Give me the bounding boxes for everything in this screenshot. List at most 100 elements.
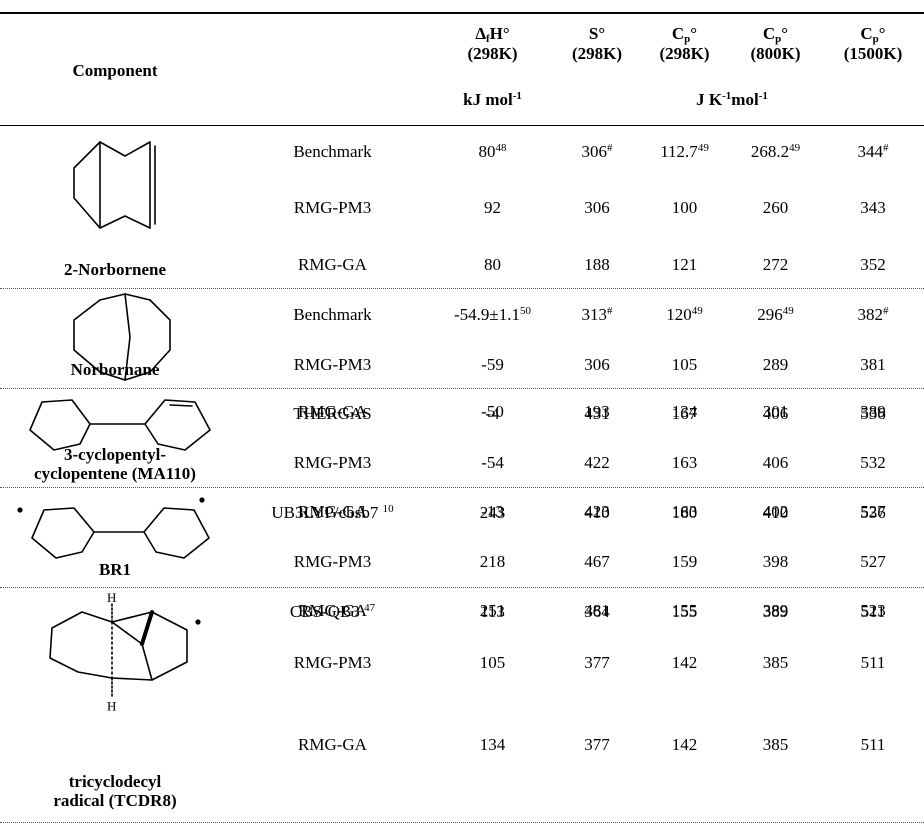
method-cell: RMG-PM3 <box>293 198 372 217</box>
cp800-cell: 301 <box>762 402 789 421</box>
dfh-cell: 80 <box>484 255 501 274</box>
component-name-4b: radical (TCDR8) <box>53 791 177 810</box>
group-divider <box>0 487 924 488</box>
cp800-cell: 406 <box>762 404 789 423</box>
method-cell: RMG-PM3 <box>293 552 372 571</box>
cp800-cell: 406 <box>762 453 789 472</box>
cp800-cell: 389 <box>762 601 789 620</box>
dfh-cell: -13 <box>481 502 504 521</box>
cp298-cell: 100 <box>671 198 698 217</box>
header-cp-298: Cp°(298K) <box>659 24 710 63</box>
cp800-cell: 389 <box>762 602 789 621</box>
cp1500-cell: 344# <box>857 142 889 161</box>
header-cp-1500: Cp°(1500K) <box>843 24 903 63</box>
cyclopentyl-cyclopentene-structure <box>29 399 211 451</box>
component-name-0: 2-Norbornene <box>64 260 166 279</box>
cp1500-cell: 352 <box>860 255 886 274</box>
header-component: Component <box>72 61 158 80</box>
group-divider <box>0 388 924 389</box>
method-cell: RMG-PM3 <box>293 653 372 672</box>
dfh-cell: 105 <box>479 653 506 672</box>
cp298-cell: 105 <box>671 355 698 374</box>
cp800-cell: 272 <box>762 255 789 274</box>
s-cell: 410 <box>584 503 610 522</box>
method-cell: UB3LYP/cbsb7 10 <box>271 503 394 522</box>
cp800-cell: 385 <box>762 735 789 754</box>
cp1500-cell: 511 <box>860 602 886 621</box>
table-bottom-rule <box>0 822 924 823</box>
s-cell: 423 <box>584 502 610 521</box>
cp800-cell: 410 <box>762 503 789 522</box>
dfh-cell: 113 <box>480 602 505 621</box>
method-cell: RMG-GA <box>298 502 367 521</box>
cp800-cell: 29649 <box>757 305 794 324</box>
s-cell: 306# <box>581 142 613 161</box>
s-cell: 306 <box>584 198 610 217</box>
bicyclopentyl-biradical-structure <box>17 497 210 559</box>
s-cell: 313# <box>581 305 613 324</box>
table-top-rule <box>0 12 924 14</box>
header-unit-entropy-cp: J K-1mol-1 <box>696 90 768 109</box>
dfh-cell: -50 <box>481 402 504 421</box>
h-label-top: H <box>107 590 117 605</box>
method-cell: RMG-GA <box>298 402 367 421</box>
header-bottom-rule <box>0 125 924 126</box>
cp1500-cell: 527 <box>860 502 886 521</box>
cp1500-cell: 536 <box>860 503 886 522</box>
header-unit-enthalpy: kJ mol-1 <box>463 90 522 109</box>
dfh-cell: -54 <box>481 453 504 472</box>
norbornene-structure <box>73 141 156 229</box>
cp1500-cell: 381 <box>860 355 886 374</box>
dfh-cell: -4 <box>485 404 500 423</box>
component-name-3: BR1 <box>98 560 132 579</box>
cp1500-cell: 343 <box>860 198 886 217</box>
cp1500-cell: 527 <box>860 552 886 571</box>
method-cell: RMG-GA <box>298 601 367 620</box>
dfh-cell: -54.9±1.150 <box>454 305 531 324</box>
tricyclodecyl-radical-structure <box>49 603 201 697</box>
dfh-cell: -59 <box>481 355 504 374</box>
cp1500-cell: 511 <box>860 735 886 754</box>
dfh-cell: 134 <box>479 735 506 754</box>
s-cell: 188 <box>584 255 610 274</box>
cp298-cell: 142 <box>671 653 698 672</box>
s-cell: 481 <box>584 601 610 620</box>
cp800-cell: 385 <box>762 653 789 672</box>
cp298-cell: 155 <box>671 601 698 620</box>
header-cp-800: Cp°(800K) <box>750 24 801 63</box>
cp298-cell: 155 <box>671 602 698 621</box>
cp800-cell: 398 <box>762 552 789 571</box>
cp800-cell: 289 <box>762 355 789 374</box>
cp800-cell: 402 <box>762 502 789 521</box>
method-cell: THERGAS <box>293 404 372 423</box>
cp1500-cell: 523 <box>860 601 886 620</box>
s-cell: 467 <box>584 552 610 571</box>
dfh-cell: 8048 <box>478 142 507 161</box>
cp298-cell: 142 <box>671 735 698 754</box>
cp800-cell: 268.249 <box>750 142 801 161</box>
group-divider <box>0 587 924 588</box>
cp298-cell: 112.749 <box>660 142 709 161</box>
dfh-cell: 218 <box>479 552 506 571</box>
s-cell: 364 <box>584 602 610 621</box>
cp298-cell: 180 <box>671 503 698 522</box>
s-cell: 306 <box>584 355 610 374</box>
dfh-cell: 251 <box>479 601 506 620</box>
method-cell: RMG-GA <box>298 735 367 754</box>
component-name-4: tricyclodecyl <box>68 772 162 791</box>
header-enthalpy: ΔfH°(298K) <box>467 24 518 63</box>
component-name-1: Norbornane <box>70 360 160 379</box>
s-cell: 377 <box>584 735 610 754</box>
s-cell: 431 <box>584 404 610 423</box>
dfh-cell: 92 <box>484 198 501 217</box>
s-cell: 377 <box>584 653 610 672</box>
cp298-cell: 159 <box>671 552 698 571</box>
component-name-2b: cyclopentene (MA110) <box>34 464 196 483</box>
s-cell: 422 <box>584 453 610 472</box>
method-cell: RMG-GA <box>298 255 367 274</box>
norbornane-structure <box>73 293 171 381</box>
header-entropy: S°(298K) <box>571 24 623 63</box>
method-cell: RMG-PM3 <box>293 453 372 472</box>
method-cell: CBS-QB3 47 <box>289 602 376 621</box>
cp298-cell: 163 <box>671 453 698 472</box>
